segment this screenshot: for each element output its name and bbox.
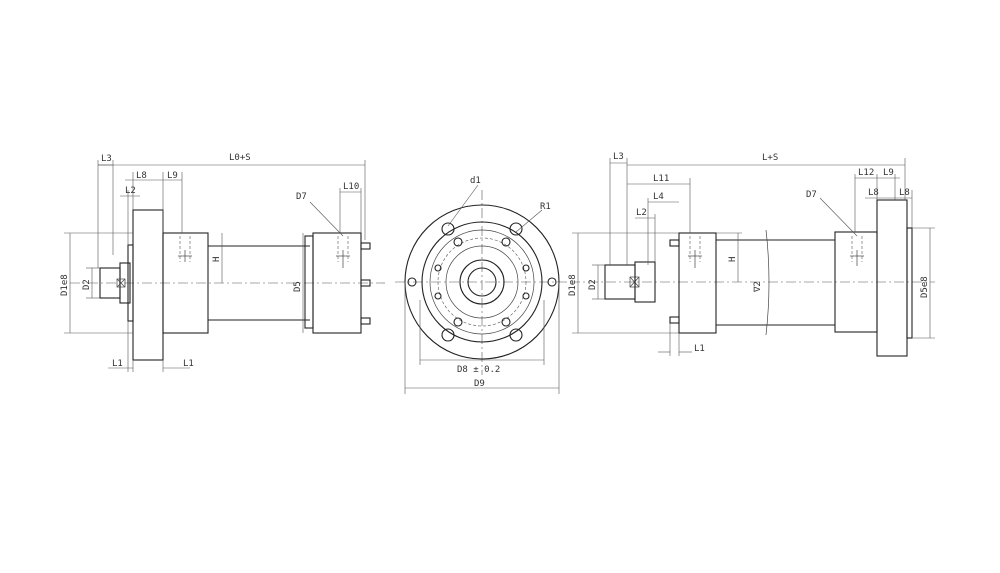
label-left-L0S: L0+S — [229, 153, 251, 163]
label-front-D9: D9 — [474, 379, 485, 389]
label-left-D5: D5 — [293, 281, 303, 292]
label-front-R1: R1 — [540, 202, 551, 212]
label-right-D1e8: D1e8 — [568, 274, 578, 296]
label-right-D2: D2 — [588, 279, 598, 290]
label-left-H: H — [212, 257, 222, 262]
label-left-L2: L2 — [125, 186, 136, 196]
label-left-L3: L3 — [101, 154, 112, 164]
front-end-view: d1 R1 D8 ± 0.2 D9 — [395, 176, 570, 394]
label-right-D5e8: D5e8 — [920, 276, 930, 298]
label-right-D7: D7 — [806, 190, 817, 200]
label-left-D2: D2 — [82, 279, 92, 290]
label-front-D8: D8 ± 0.2 — [457, 365, 500, 375]
label-right-H: H — [728, 257, 738, 262]
label-left-L9: L9 — [167, 171, 178, 181]
label-right-L8b: L8 — [899, 188, 910, 198]
label-right-L11: L11 — [653, 174, 669, 184]
label-left-L8: L8 — [136, 171, 147, 181]
label-front-d1: d1 — [470, 176, 481, 186]
label-right-L8a: L8 — [868, 188, 879, 198]
label-right-L2: L2 — [636, 208, 647, 218]
label-left-L1b: L1 — [183, 359, 194, 369]
right-side-view: L3 L+S L11 L4 L2 L12 L9 D7 L8 L8 D1e8 D2… — [568, 152, 935, 357]
label-left-D7: D7 — [296, 192, 307, 202]
label-left-L10: L10 — [343, 182, 359, 192]
label-right-L4: L4 — [653, 192, 664, 202]
left-side-view: L3 L0+S L8 L9 L2 D7 L10 D1e8 D2 H D5 L1 … — [60, 153, 385, 372]
label-right-sym: ∇2 — [753, 281, 763, 293]
label-left-D1e8: D1e8 — [60, 274, 70, 296]
label-right-L9: L9 — [883, 168, 894, 178]
label-right-L12: L12 — [858, 168, 874, 178]
label-left-L1a: L1 — [112, 359, 123, 369]
label-right-L3: L3 — [613, 152, 624, 162]
label-right-LS: L+S — [762, 153, 778, 163]
label-right-L1: L1 — [694, 344, 705, 354]
